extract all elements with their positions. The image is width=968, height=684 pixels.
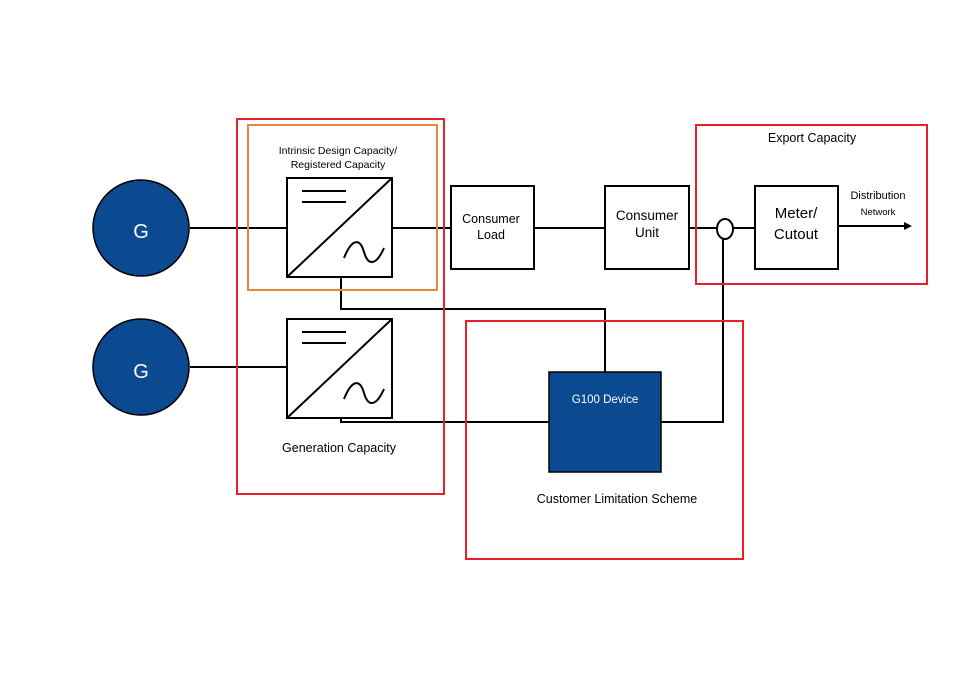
consumer-load: Consumer Load (450, 185, 535, 270)
generation-capacity-label: Generation Capacity (282, 441, 397, 455)
generator-circle (92, 179, 190, 277)
generator-label: G (133, 361, 149, 383)
wire-inverter1-device (340, 277, 606, 372)
customer-limitation-label: Customer Limitation Scheme (537, 492, 698, 506)
inverter-1 (286, 177, 393, 278)
meter-box (754, 185, 839, 270)
generator-label: G (133, 221, 149, 243)
g100-device-box (548, 371, 662, 473)
consumer-load-label-line2: Load (477, 228, 505, 242)
customer-limitation-boundary (465, 320, 744, 560)
distribution-label-line2: Network (861, 207, 896, 218)
meter-label-line2: Cutout (774, 226, 819, 243)
consumer-load-box (450, 185, 535, 270)
arrow-icon (904, 222, 912, 230)
intrinsic-capacity-boundary (247, 124, 438, 291)
consumer-load-label-line1: Consumer (462, 212, 520, 226)
consumer-unit: Consumer Unit (604, 185, 690, 270)
g100-device-label: G100 Device (572, 394, 638, 406)
wiring (190, 225, 904, 423)
g100-device: G100 Device (548, 371, 662, 473)
consumer-unit-box (604, 185, 690, 270)
inverter-2 (286, 318, 393, 419)
generation-capacity-boundary (236, 118, 445, 495)
generator-circle (92, 318, 190, 416)
intrinsic-capacity-label-line1: Intrinsic Design Capacity/ (279, 145, 398, 157)
generator-1: G (92, 179, 190, 277)
current-sensor-icon (716, 218, 734, 240)
meter-cutout: Meter/ Cutout (754, 185, 839, 270)
consumer-unit-label-line2: Unit (635, 225, 659, 240)
intrinsic-capacity-label-line2: Registered Capacity (291, 159, 386, 171)
wire-device-sensor (661, 238, 724, 423)
meter-label-line1: Meter/ (775, 205, 818, 222)
wire-inverter2-device (340, 418, 549, 423)
export-capacity-boundary (695, 124, 928, 285)
inverter-icon (286, 177, 393, 278)
generator-2: G (92, 318, 190, 416)
export-capacity-label: Export Capacity (768, 131, 857, 145)
distribution-label-line1: Distribution (850, 190, 905, 202)
consumer-unit-label-line1: Consumer (616, 208, 679, 223)
inverter-icon (286, 318, 393, 419)
